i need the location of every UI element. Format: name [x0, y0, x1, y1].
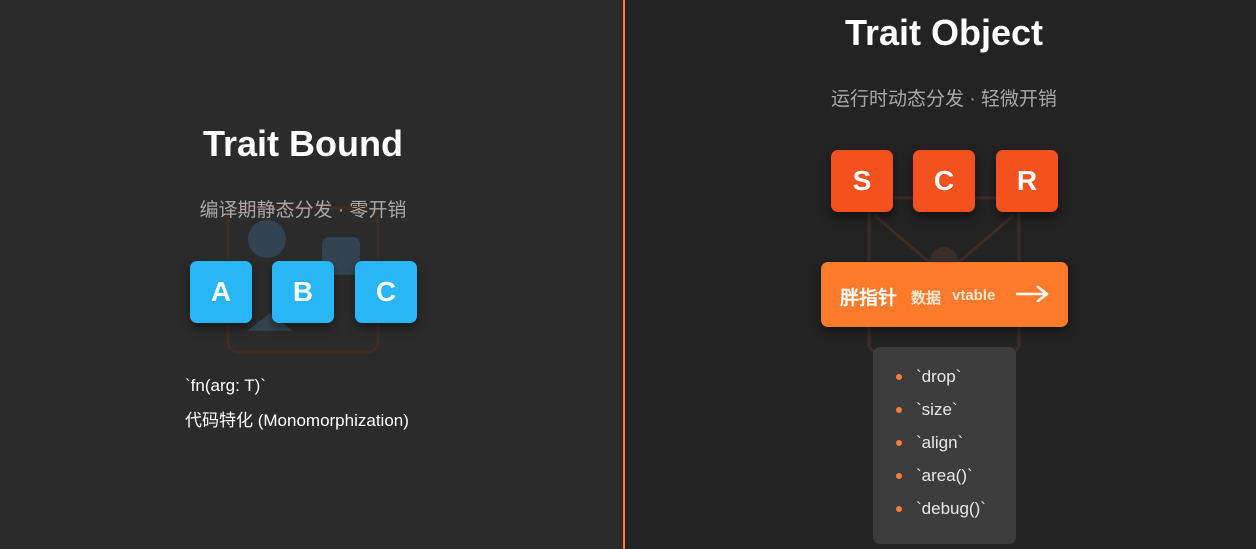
fat-pointer-label: 胖指针: [840, 288, 898, 309]
bullet-icon: [896, 506, 902, 512]
vtable-entry-label: `drop`: [916, 367, 962, 386]
vtable-entry-label: `debug()`: [916, 499, 986, 518]
type-box-c: C: [355, 261, 417, 323]
monomorphization-note: 代码特化 (Monomorphization): [185, 411, 409, 430]
vtable-entry: `size`: [896, 400, 958, 420]
type-box-b: B: [272, 261, 334, 323]
vtable-entry-label: `align`: [916, 433, 964, 452]
type-box-c-object: C: [913, 150, 975, 212]
vtable-entry-label: `size`: [916, 400, 958, 419]
trait-bound-subtitle: 编译期静态分发 · 零开销: [199, 200, 407, 221]
long-right-arrow-icon: [1016, 285, 1049, 303]
vtable-entry: `drop`: [896, 367, 961, 387]
vtable-entry: `align`: [896, 433, 963, 453]
type-box-a: A: [190, 261, 252, 323]
fat-pointer-vtable-label: vtable: [952, 287, 996, 304]
vtable-card: `drop` `size` `align` `area()` `debug()`: [873, 347, 1016, 544]
type-box-r: R: [996, 150, 1058, 212]
vtable-entry: `debug()`: [896, 499, 986, 519]
bullet-icon: [896, 473, 902, 479]
vtable-entry-label: `area()`: [916, 466, 973, 485]
bullet-icon: [896, 374, 902, 380]
trait-bound-title: Trait Bound: [203, 123, 403, 164]
fat-pointer-bar: 胖指针 数据 vtable: [821, 262, 1068, 327]
bullet-icon: [896, 407, 902, 413]
panel-divider: [623, 0, 625, 549]
bullet-icon: [896, 440, 902, 446]
trait-object-subtitle: 运行时动态分发 · 轻微开销: [831, 89, 1057, 110]
trait-object-title: Trait Object: [844, 12, 1044, 53]
type-box-s: S: [831, 150, 893, 212]
generic-signature: `fn(arg: T)`: [185, 376, 266, 395]
fat-pointer-data-label: 数据: [911, 290, 942, 307]
vtable-entry: `area()`: [896, 466, 973, 486]
